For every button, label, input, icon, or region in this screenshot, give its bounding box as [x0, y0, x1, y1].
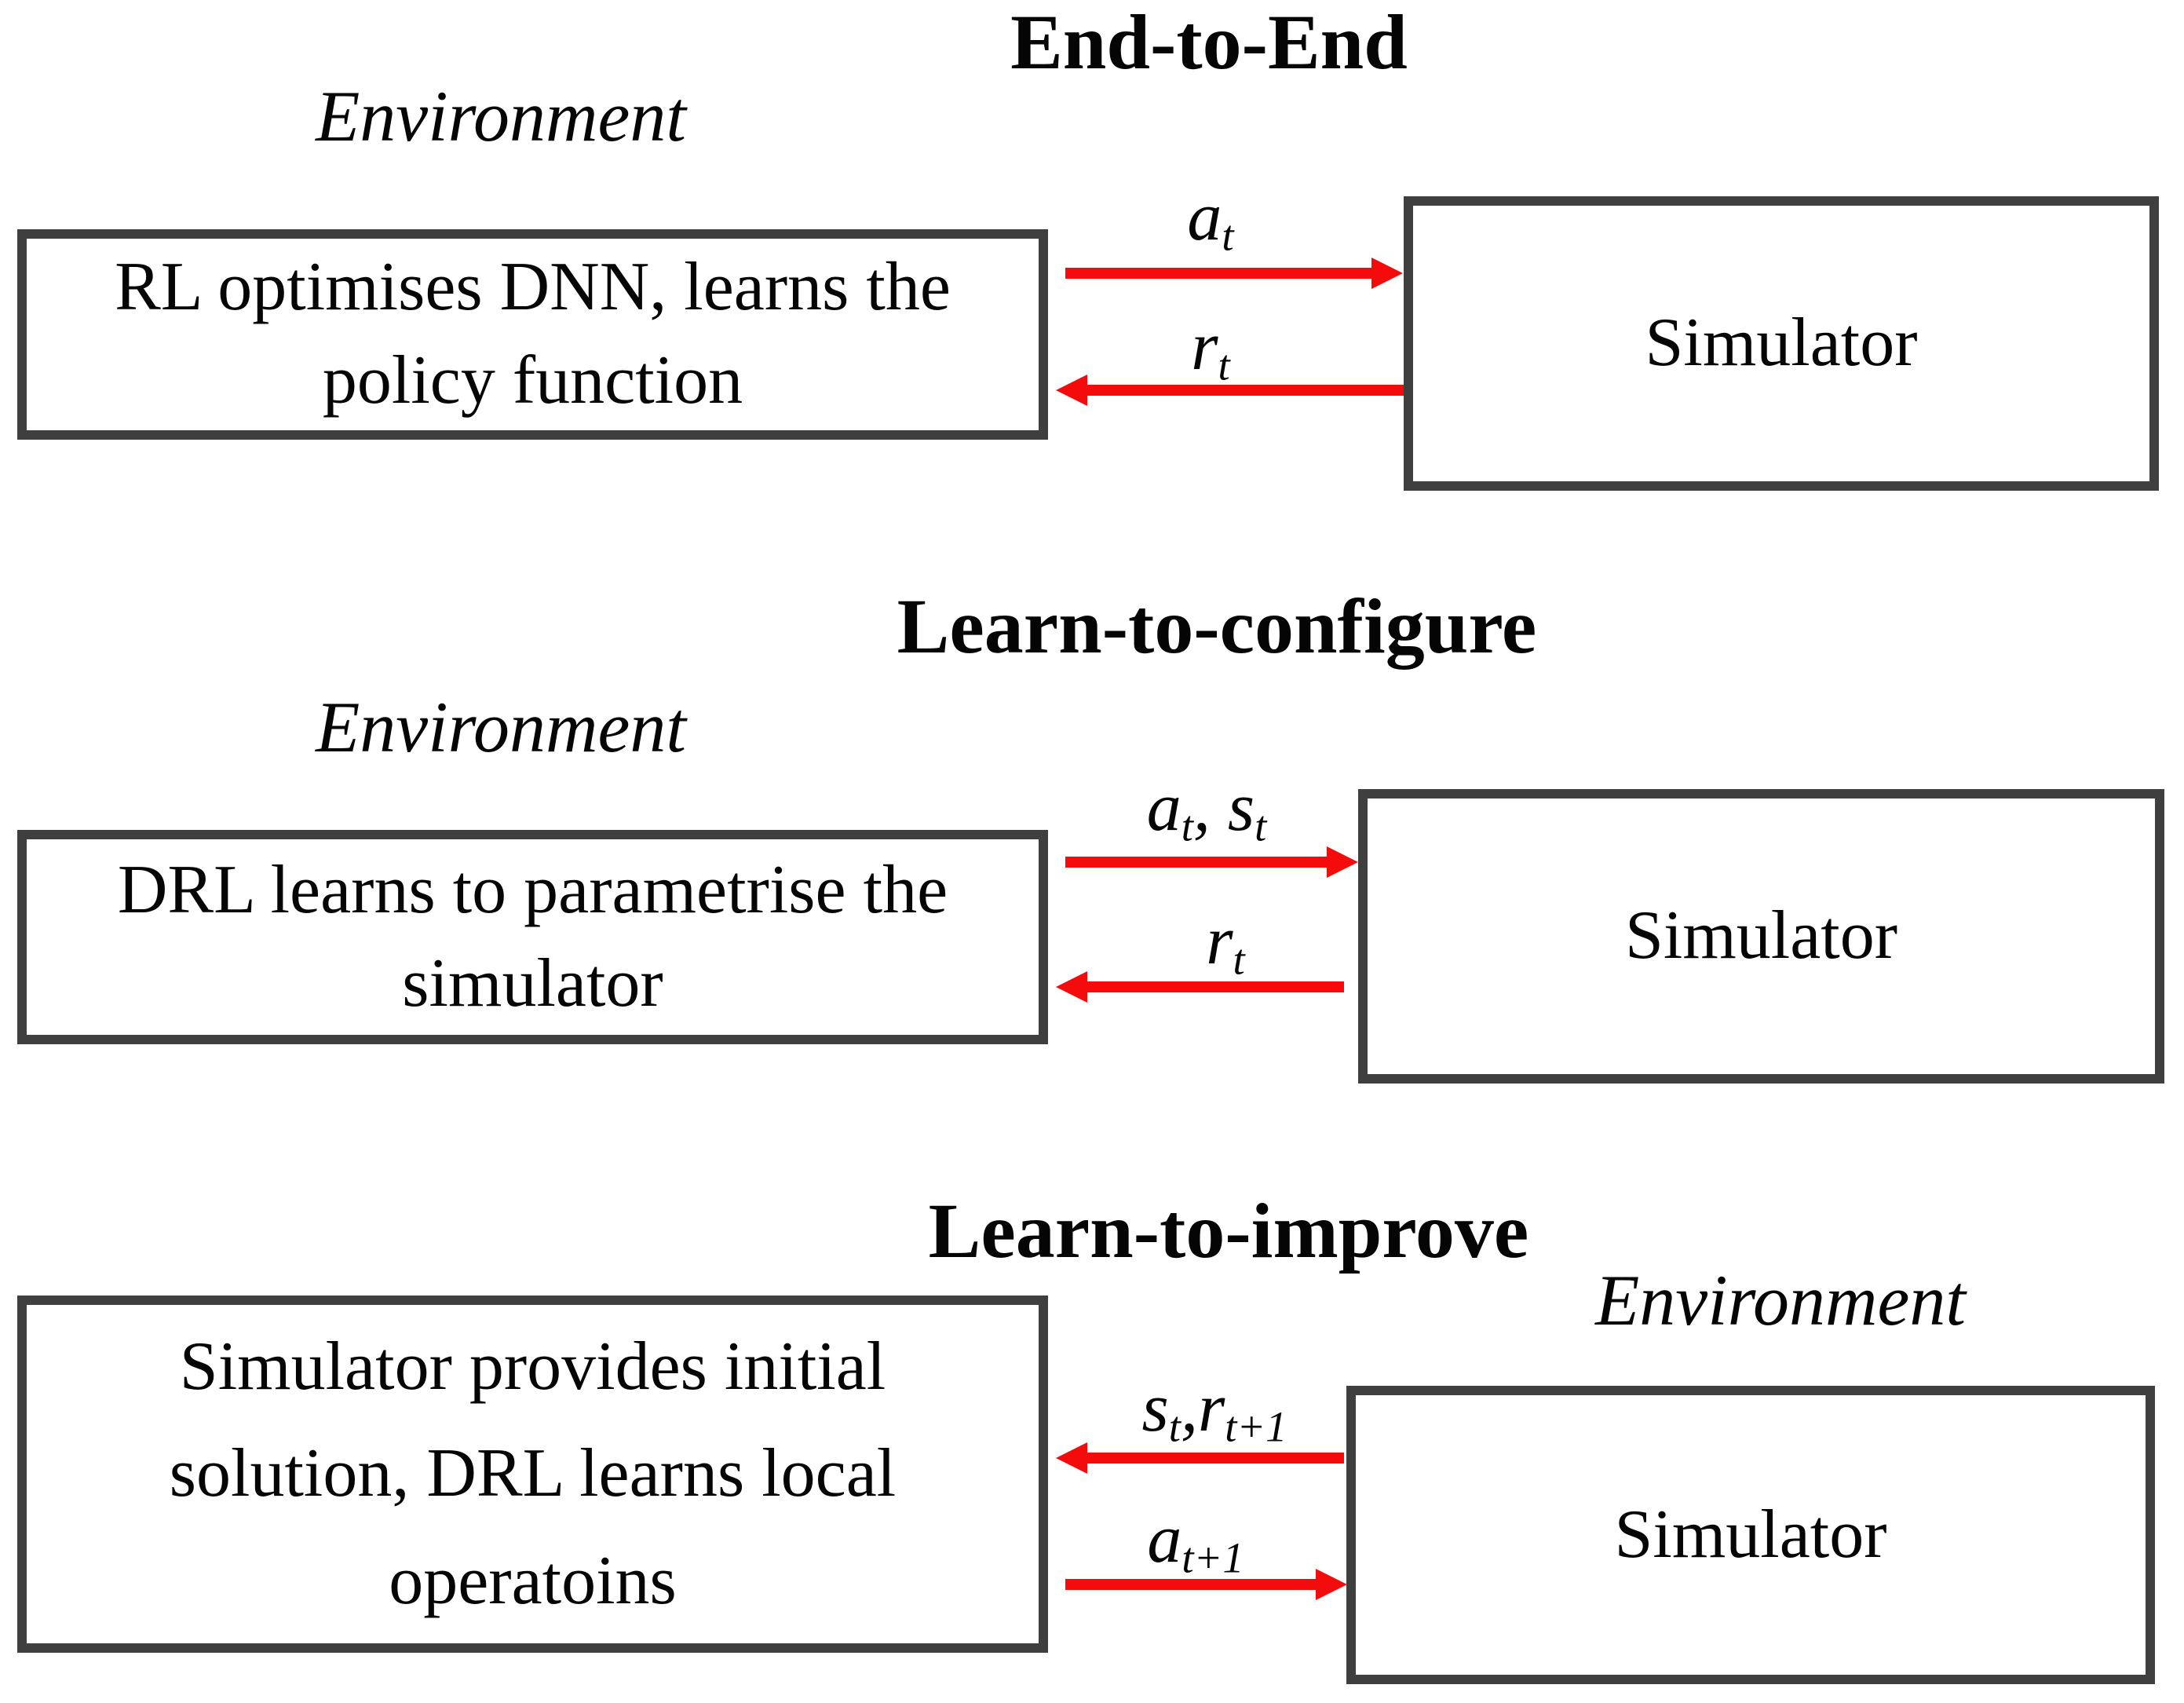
simulator-box-end-to-end-text: Simulator	[1645, 305, 1918, 382]
agent-box-learn-to-configure-text: DRL learns to parametrise the simulator	[117, 851, 948, 1021]
agent-box-end-to-end-text: RL optimises DNN, learns the policy func…	[115, 249, 951, 418]
arrow-reward-to-agent-1	[1056, 375, 1404, 406]
arrow-reward-to-agent-2	[1056, 971, 1344, 1003]
arrow-shaft	[1065, 857, 1330, 868]
arrow-label-a-t: at	[1187, 179, 1234, 260]
arrow-head-right-icon	[1371, 258, 1403, 289]
arrow-label-r-t-2: rt	[1206, 903, 1245, 984]
environment-label-section3: Environment	[1595, 1260, 1966, 1340]
simulator-box-learn-to-configure-text: Simulator	[1624, 897, 1898, 974]
section-title-end-to-end: End-to-End	[1010, 0, 1408, 86]
arrow-head-right-icon	[1316, 1569, 1347, 1600]
simulator-box-learn-to-improve: Simulator	[1346, 1386, 2155, 1684]
arrow-head-right-icon	[1327, 846, 1358, 878]
arrow-head-left-icon	[1056, 1442, 1087, 1474]
arrow-label-s-t-r-t1: st,rt+1	[1141, 1370, 1287, 1451]
arrow-head-left-icon	[1056, 375, 1087, 406]
section-title-learn-to-improve: Learn-to-improve	[928, 1187, 1529, 1274]
arrow-label-r-t-1: rt	[1191, 309, 1230, 389]
agent-box-learn-to-configure: DRL learns to parametrise the simulator	[17, 830, 1048, 1044]
arrow-shaft	[1084, 385, 1404, 396]
arrow-shaft	[1084, 981, 1344, 992]
arrow-shaft	[1065, 268, 1375, 279]
arrow-label-a-t-s-t: at, st	[1146, 769, 1267, 850]
simulator-box-learn-to-configure: Simulator	[1358, 789, 2164, 1084]
arrow-shaft	[1084, 1453, 1344, 1464]
simulator-box-learn-to-improve-text: Simulator	[1614, 1496, 1887, 1573]
arrow-action-to-simulator-1	[1065, 258, 1403, 289]
arrow-label-a-t1: at+1	[1147, 1501, 1244, 1582]
agent-box-end-to-end: RL optimises DNN, learns the policy func…	[17, 229, 1048, 440]
arrow-shaft	[1065, 1579, 1319, 1590]
arrow-action-state-to-simulator-2	[1065, 846, 1358, 878]
agent-box-learn-to-improve-text: Simulator provides initial solution, DRL…	[169, 1328, 897, 1619]
simulator-box-end-to-end: Simulator	[1404, 196, 2159, 491]
environment-label-section1: Environment	[316, 76, 686, 156]
environment-label-section2: Environment	[316, 687, 686, 767]
arrow-head-left-icon	[1056, 971, 1087, 1003]
agent-box-learn-to-improve: Simulator provides initial solution, DRL…	[17, 1296, 1048, 1653]
section-title-learn-to-configure: Learn-to-configure	[897, 583, 1537, 670]
arrow-action-to-simulator-3	[1065, 1569, 1347, 1600]
arrow-state-reward-to-agent-3	[1056, 1442, 1344, 1474]
